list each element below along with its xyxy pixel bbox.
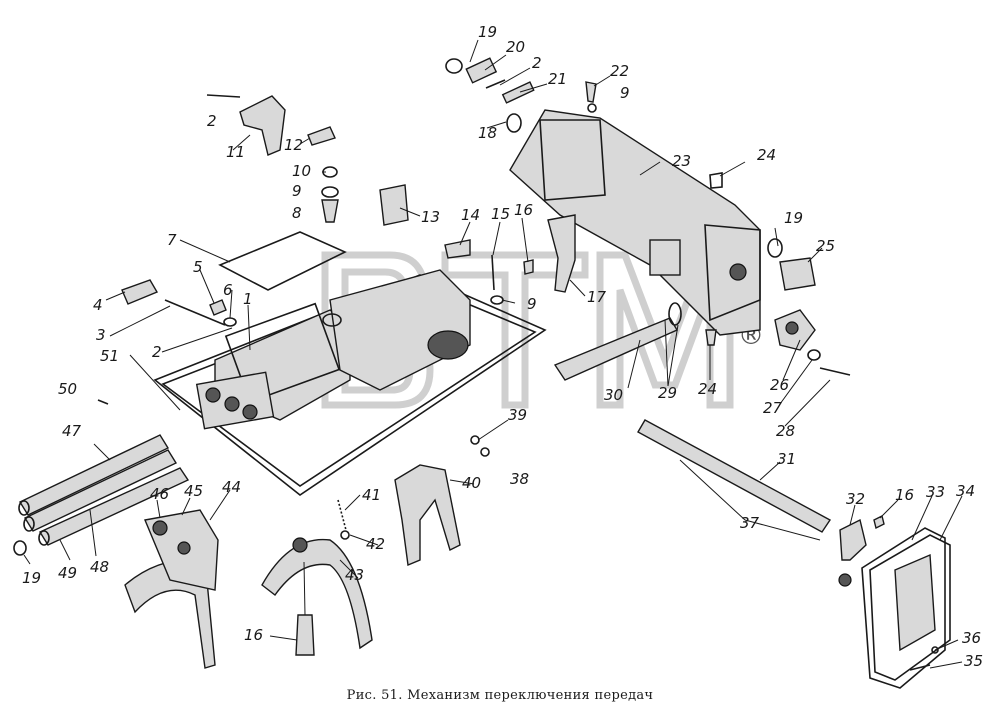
part-label: 38 — [510, 470, 529, 488]
part-label: 48 — [90, 558, 109, 576]
part-label: 2 — [532, 54, 542, 72]
part-label: 49 — [58, 564, 77, 582]
seal-ring — [668, 302, 682, 326]
part-label: 44 — [222, 478, 241, 496]
part-label: 18 — [478, 124, 497, 142]
gasket — [218, 231, 347, 291]
shift-housing — [509, 109, 761, 336]
part-label: 41 — [362, 486, 381, 504]
part-label: 20 — [506, 38, 525, 56]
part-label: 24 — [698, 380, 717, 398]
part-label: 23 — [672, 152, 691, 170]
part-label: 13 — [421, 208, 440, 226]
part-label: 17 — [587, 288, 607, 306]
figure-caption: Рис. 51. Механизм переключения передач — [346, 688, 654, 703]
shift-rod — [637, 419, 832, 533]
part-label: 7 — [167, 231, 177, 249]
part-label: 37 — [740, 514, 760, 532]
part-label: 35 — [964, 652, 983, 670]
part-label: 30 — [604, 386, 623, 404]
part-label: 2 — [207, 112, 217, 130]
part-label: 2 — [152, 343, 162, 361]
part-label: 36 — [962, 629, 981, 647]
part-label: 50 — [58, 380, 77, 398]
part-label: 3 — [96, 326, 106, 344]
part-label: 11 — [226, 143, 245, 161]
shift-fork-40 — [394, 464, 461, 566]
part-label: 43 — [345, 566, 364, 584]
part-label: 29 — [658, 384, 677, 402]
part-label: 16 — [244, 626, 263, 644]
part-label: 32 — [846, 490, 865, 508]
part-label: 15 — [491, 205, 510, 223]
part-label: 31 — [777, 450, 796, 468]
part-label: 46 — [150, 485, 169, 503]
part-label: 12 — [284, 136, 303, 154]
part-label: 39 — [508, 406, 527, 424]
part-label: 42 — [366, 535, 385, 553]
part-label: 34 — [956, 482, 975, 500]
shift-fork-44 — [124, 509, 219, 669]
part-label: 51 — [100, 347, 119, 365]
part-label: 47 — [62, 422, 82, 440]
gearbox-cover — [153, 269, 547, 496]
part-label: 28 — [776, 422, 795, 440]
small-parts — [13, 57, 951, 689]
lever — [547, 214, 576, 293]
part-label: 16 — [514, 201, 533, 219]
part-label: 26 — [770, 376, 789, 394]
part-label: 22 — [610, 62, 629, 80]
part-label: 19 — [22, 569, 41, 587]
part-label: 27 — [763, 399, 783, 417]
part-label: 40 — [462, 474, 481, 492]
part-label: 25 — [816, 237, 835, 255]
part-label: 5 — [193, 258, 203, 276]
shift-rails — [18, 434, 190, 546]
part-labels: 19 20 2 21 22 9 18 2 11 12 10 9 8 13 23 … — [22, 23, 983, 670]
part-label: 8 — [292, 204, 302, 222]
shift-fork-43 — [261, 537, 373, 650]
part-label: 6 — [223, 281, 233, 299]
part-label: 19 — [784, 209, 803, 227]
part-label: 45 — [184, 482, 203, 500]
part-label: 14 — [461, 206, 480, 224]
part-label: 9 — [292, 182, 302, 200]
part-label: 16 — [895, 486, 914, 504]
part-label: 33 — [926, 483, 945, 501]
part-label: 24 — [757, 146, 776, 164]
part-label: 9 — [527, 295, 537, 313]
part-label: 19 — [478, 23, 497, 41]
part-label: 10 — [292, 162, 311, 180]
leader-lines — [23, 39, 963, 669]
part-label: 4 — [93, 296, 103, 314]
part-label: 9 — [620, 84, 630, 102]
part-label: 21 — [548, 70, 567, 88]
part-label: 1 — [243, 290, 253, 308]
